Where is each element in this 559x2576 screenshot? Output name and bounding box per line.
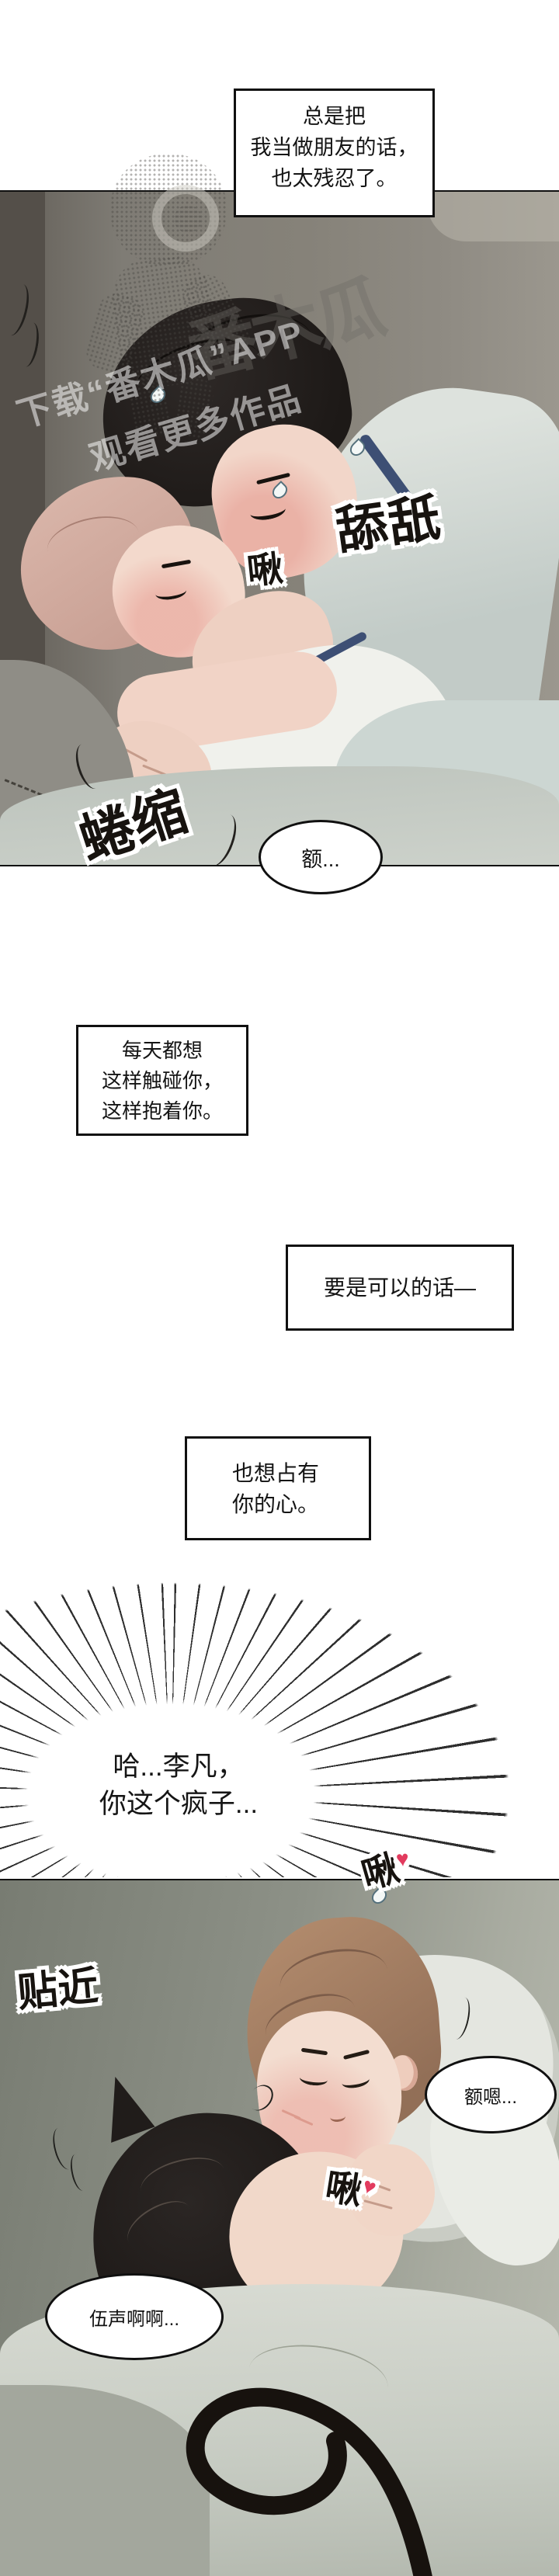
caption-line: 也想占有 <box>232 1461 320 1485</box>
caption-line: 这样触碰你， <box>101 1069 223 1092</box>
shout-text: 哈...李凡， 你这个疯子... <box>31 1748 326 1823</box>
caption-line: 要是可以的话— <box>323 1276 476 1300</box>
speed-line-burst <box>0 1576 520 1877</box>
caption-line: 每天都想 <box>121 1039 203 1062</box>
speech-bubble-groan: 伍声啊啊... <box>45 2273 224 2360</box>
speech-bubble-uh: 额... <box>259 820 383 894</box>
sfx-kiss-1: 啾 <box>245 547 285 592</box>
caption-line: 也太残忍了。 <box>271 167 398 190</box>
sfx-lick: 舔舐 <box>332 488 446 561</box>
caption-line: 你的心。 <box>232 1492 320 1516</box>
caption-box-3: 要是可以的话— <box>286 1245 514 1331</box>
caption-box-1: 总是把 我当做朋友的话， 也太残忍了。 <box>234 89 435 217</box>
hand <box>348 2144 435 2236</box>
caption-line: 这样抱着你。 <box>101 1099 223 1123</box>
caption-box-2: 每天都想 这样触碰你， 这样抱着你。 <box>76 1025 248 1136</box>
shout-line: 哈...李凡， <box>113 1751 245 1782</box>
caption-line: 我当做朋友的话， <box>250 136 418 159</box>
heart-icon: ♥ <box>394 1845 410 1871</box>
sfx-kiss-3: 啾♥ <box>322 2156 380 2217</box>
speech-bubble-mmh: 额嗯... <box>425 2056 557 2133</box>
shout-line: 你这个疯子... <box>99 1789 259 1819</box>
bubble-text: 伍声啊啊... <box>89 2308 179 2330</box>
watermark-goggle-eye <box>174 205 202 233</box>
bubble-text: 额嗯... <box>464 2086 517 2108</box>
cat-tail-icon <box>186 2387 432 2576</box>
sfx-kiss-text: 啾 <box>322 2165 366 2212</box>
bubble-text: 额... <box>301 847 340 871</box>
caption-line: 总是把 <box>303 105 366 128</box>
caption-box-4: 也想占有 你的心。 <box>185 1436 371 1540</box>
wall-light-top-right <box>427 192 559 241</box>
sfx-close-in: 贴近 <box>16 1963 100 2016</box>
